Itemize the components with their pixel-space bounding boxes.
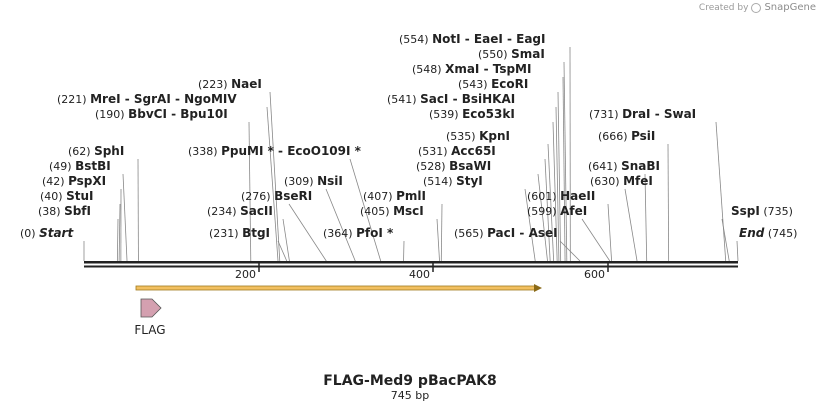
site-label-noti-eaei-eagi: (554) NotI - EaeI - EagI <box>399 32 546 46</box>
site-line-ppumi-ecoo109i <box>349 158 382 262</box>
site-line-bsawi <box>537 173 548 262</box>
flag-feature: FLAG <box>134 298 166 337</box>
site-line-paci-asei <box>559 240 581 262</box>
site-line-msci <box>436 218 440 262</box>
flag-feature-label: FLAG <box>134 323 165 337</box>
site-label-sspi: SspI (735) <box>731 204 793 218</box>
site-lines <box>83 46 739 262</box>
site-label-drai-swai: (731) DraI - SwaI <box>589 107 696 121</box>
site-label-pspxi: (42) PspXI <box>42 174 106 188</box>
site-label-ecori: (543) EcoRI <box>458 77 528 91</box>
site-line-ecori <box>557 91 562 262</box>
site-label-kpni: (535) KpnI <box>446 129 510 143</box>
site-line-styi <box>524 188 536 262</box>
snapgene-logo-icon <box>751 2 762 13</box>
site-label-sphi: (62) SphI <box>68 144 124 158</box>
site-label-naei: (223) NaeI <box>198 77 262 91</box>
site-line-pmli <box>440 203 443 262</box>
credit-prefix: Created by <box>698 2 749 13</box>
ruler-label-600: 600 <box>584 268 605 281</box>
site-label-psii: (666) PsiI <box>598 129 655 143</box>
site-label-pfoi: (364) PfoI * <box>323 226 394 240</box>
site-line-sspi <box>721 218 730 262</box>
site-line-eco53ki <box>552 121 558 262</box>
site-line-naei <box>269 91 281 262</box>
site-label-afei: (599) AfeI <box>527 204 587 218</box>
site-label-snabi: (641) SnaBI <box>588 159 660 173</box>
site-line-xmai-tspmi <box>562 76 566 262</box>
site-label-mfei: (630) MfeI <box>590 174 653 188</box>
orf-arrow <box>135 284 542 292</box>
site-line-sacii <box>282 218 290 262</box>
site-label-ppumi-ecoo109i: (338) PpuMI * - EcoO109I * <box>188 144 362 158</box>
site-label-sbfi: (38) SbfI <box>38 204 91 218</box>
site-label-paci-asei: (565) PacI - AseI <box>454 226 558 240</box>
site-label-sacii: (234) SacII <box>207 204 273 218</box>
site-line-sbfi <box>116 218 119 262</box>
site-label-start: (0) Start <box>20 226 74 240</box>
site-line-smai <box>563 61 568 262</box>
site-line-acc65i <box>544 158 551 262</box>
site-label-bstbi: (49) BstBI <box>49 159 111 173</box>
site-label-haeii: (601) HaeII <box>527 189 595 203</box>
site-line-psii <box>667 143 670 262</box>
site-label-mrei-sgrai-ngomiv: (221) MreI - SgrAI - NgoMIV <box>57 92 237 106</box>
site-line-snabi <box>644 173 648 262</box>
site-label-xmai-tspmi: (548) XmaI - TspMI <box>412 62 531 76</box>
site-label-nsii: (309) NsiI <box>284 174 343 188</box>
site-label-bbvci-bpu10i: (190) BbvCI - Bpu10I <box>95 107 228 121</box>
site-line-haeii <box>607 203 612 262</box>
site-line-mrei-sgrai-ngomiv <box>266 106 279 262</box>
site-label-btgi: (231) BtgI <box>209 226 270 240</box>
site-labels: (0) Start (38) SbfI(40) StuI(42) PspXI(49… <box>20 32 797 240</box>
site-label-styi: (514) StyI <box>423 174 483 188</box>
sequence-backbone <box>84 261 738 268</box>
site-label-bsawi: (528) BsaWI <box>416 159 491 173</box>
site-label-msci: (405) MscI <box>360 204 424 218</box>
ruler-label-200: 200 <box>235 268 256 281</box>
ruler: 200 400 600 <box>235 263 609 281</box>
site-line-bstbi <box>122 173 128 262</box>
site-label-smai: (550) SmaI <box>478 47 545 61</box>
site-label-acc65i: (531) Acc65I <box>418 144 496 158</box>
site-label-saci-bsihkai: (541) SacI - BsiHKAI <box>387 92 515 106</box>
credit-brand: SnapGene <box>764 2 816 13</box>
site-label-bseri: (276) BseRI <box>241 189 312 203</box>
map-title: FLAG-Med9 pBacPAK8 <box>323 373 497 389</box>
site-line-bbvci-bpu10i <box>248 121 252 262</box>
site-line-btgi <box>277 240 288 262</box>
site-label-eco53ki: (539) Eco53kI <box>429 107 515 121</box>
site-label-pmli: (407) PmlI <box>363 189 426 203</box>
site-line-end <box>736 240 739 262</box>
site-line-bseri <box>288 203 327 262</box>
site-line-kpni <box>547 143 555 262</box>
site-label-stui: (40) StuI <box>40 189 93 203</box>
site-label-end: End (745) <box>739 226 797 240</box>
flag-feature-arrow <box>140 298 162 318</box>
site-line-saci-bsihkai <box>555 106 560 262</box>
snapgene-credit: Created by SnapGene <box>699 2 816 13</box>
site-line-afei <box>581 218 611 262</box>
site-line-drai-swai <box>715 121 727 262</box>
site-line-stui <box>118 203 121 262</box>
site-line-mfei <box>624 188 638 262</box>
ruler-label-400: 400 <box>409 268 430 281</box>
sequence-length: 745 bp <box>391 389 429 402</box>
site-line-nsii <box>325 188 356 262</box>
